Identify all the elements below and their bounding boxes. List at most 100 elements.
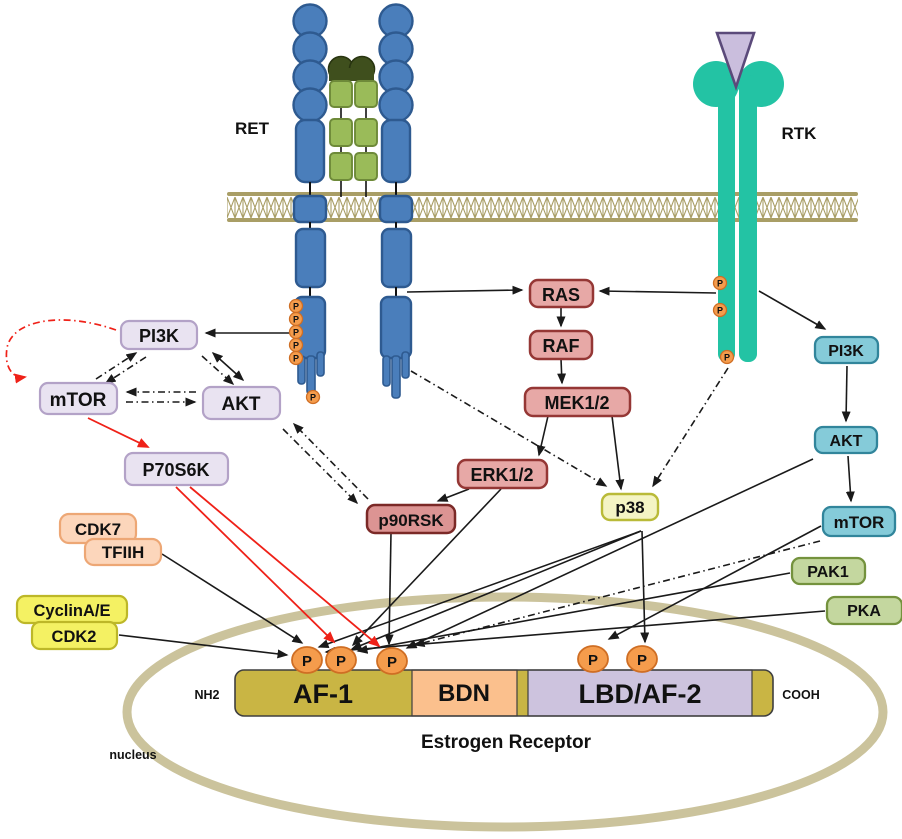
arrow-mek-erk	[536, 415, 549, 457]
label-cyclin-ae: CyclinA/E	[33, 602, 110, 620]
ret-phospho-3-label: P	[293, 328, 299, 338]
phospho-sites: P P P P P P P P P P P P P P	[288, 275, 735, 675]
ret-phospho-5	[288, 350, 304, 366]
arrow-mek-p38	[611, 415, 625, 491]
node-pi3k-right	[813, 335, 880, 365]
er-phospho-5-label: P	[637, 652, 647, 669]
arrow-pka-er	[324, 610, 826, 656]
ret-label: RET	[235, 119, 270, 138]
ret-phospho-2-label: P	[293, 315, 299, 325]
er-phospho-3	[376, 647, 408, 675]
label-mtor-left: mTOR	[50, 390, 107, 411]
arrow-erk-p90rsk	[436, 488, 470, 502]
rtk-phospho-3-label: P	[724, 353, 730, 363]
node-p70s6k	[123, 451, 230, 487]
label-tfiih: TFIIH	[102, 543, 145, 562]
label-pka: PKA	[847, 603, 881, 620]
node-raf	[528, 329, 594, 361]
arrow-tfiih-er-p1	[161, 553, 304, 644]
estrogen-receptor-bar: AF-1 BDN LBD/AF-2 NH2 COOH Estrogen Rece…	[194, 669, 820, 753]
arrow-pi3k-akt-left-solid	[211, 351, 245, 382]
red-arrow-mtor-p70s6k	[87, 417, 150, 448]
node-erk12	[456, 458, 549, 490]
red-arrow-p70s6k-er-p2	[175, 486, 336, 644]
rtk-phospho-2	[712, 302, 728, 318]
rtk-left-stalk	[718, 75, 735, 362]
label-mek12: MEK1/2	[544, 393, 609, 413]
node-cdk2	[30, 620, 119, 651]
arrow-p90rsk-er-p3	[384, 532, 394, 646]
arrow-pak1-er	[356, 572, 791, 654]
er-bar-outline	[234, 669, 774, 717]
dashdot-ret-p38	[410, 370, 608, 487]
er-phospho-2	[325, 646, 357, 674]
dashdot-p90rsk-akt	[292, 422, 369, 500]
ret-right-chain	[378, 3, 414, 399]
arrow-ret-ras	[406, 285, 524, 295]
node-p38	[600, 492, 660, 522]
label-raf: RAF	[543, 336, 580, 356]
arrow-akt-mtor-right	[845, 455, 855, 503]
label-akt-right: AKT	[830, 433, 863, 450]
arrow-cdk2-er	[118, 634, 289, 659]
er-caption: Estrogen Receptor	[421, 732, 592, 753]
er-lbd-label: LBD/AF-2	[579, 679, 702, 709]
arrow-mtor-right-er-p4	[607, 525, 822, 640]
node-pak1	[790, 556, 867, 586]
ligand-green-domains	[329, 80, 378, 181]
node-mtor-left	[38, 381, 119, 416]
ret-phospho-6-label: P	[310, 393, 316, 403]
ligand-dark-caps	[327, 55, 376, 83]
node-mek12	[523, 386, 632, 418]
er-phospho-5	[626, 645, 658, 673]
node-ras	[528, 278, 595, 309]
node-pka	[825, 595, 902, 626]
er-cooh-label: COOH	[782, 688, 820, 702]
rtk-phospho-2-label: P	[717, 306, 723, 316]
node-akt-right	[813, 425, 879, 455]
label-akt-left: AKT	[221, 394, 260, 415]
node-mtor-right	[821, 505, 897, 538]
er-bdn-label: BDN	[438, 680, 490, 707]
node-tfiih	[83, 537, 163, 567]
label-cdk2: CDK2	[52, 628, 97, 646]
ligand-connectors	[340, 107, 367, 197]
ret-phospho-6	[305, 389, 321, 405]
node-p90rsk	[365, 503, 457, 535]
rtk-phospho-1	[712, 275, 728, 291]
red-arrow-p70s6k-er-p3	[189, 486, 381, 648]
er-phospho-1-label: P	[302, 653, 312, 670]
connectors	[5, 285, 855, 659]
arrow-raf-mek	[557, 358, 567, 385]
ret-phospho-1-label: P	[293, 302, 299, 312]
label-p70s6k: P70S6K	[142, 460, 209, 480]
label-pi3k-right: PI3K	[828, 343, 864, 360]
label-cdk7: CDK7	[75, 520, 121, 539]
nodes: PI3K mTOR AKT P70S6K RAS RAF MEK1/2 ERK1…	[15, 278, 902, 651]
node-pi3k-left	[119, 319, 199, 351]
rtk-phospho-3	[719, 349, 735, 365]
red-dashdot-pi3k-mtor-loop	[5, 319, 117, 384]
arrow-rtk-pi3k-right	[758, 290, 827, 330]
nucleus-envelope	[122, 592, 888, 832]
arrow-rtk-ras	[598, 286, 717, 296]
nucleus-label: nucleus	[109, 748, 156, 762]
dashdot-mtor-pi3k-left	[95, 352, 138, 380]
rtk-ligand-triangle	[715, 31, 756, 92]
label-pak1: PAK1	[807, 564, 849, 581]
dashdot-pi3k-mtor-left	[104, 356, 147, 384]
ret-left-chain	[292, 3, 328, 395]
node-akt-left	[201, 385, 282, 421]
label-p90rsk: p90RSK	[378, 511, 444, 530]
er-phospho-4-label: P	[588, 652, 598, 669]
label-pi3k-left: PI3K	[139, 326, 179, 346]
er-nh2-label: NH2	[194, 688, 219, 702]
dashdot-pi3k-akt-left	[201, 355, 235, 386]
rtk-label: RTK	[782, 124, 818, 143]
rtk-phospho-1-label: P	[717, 279, 723, 289]
ret-phospho-5-label: P	[293, 354, 299, 364]
er-phospho-1	[291, 646, 323, 674]
er-phospho-2-label: P	[336, 653, 346, 670]
label-ras: RAS	[542, 285, 580, 305]
